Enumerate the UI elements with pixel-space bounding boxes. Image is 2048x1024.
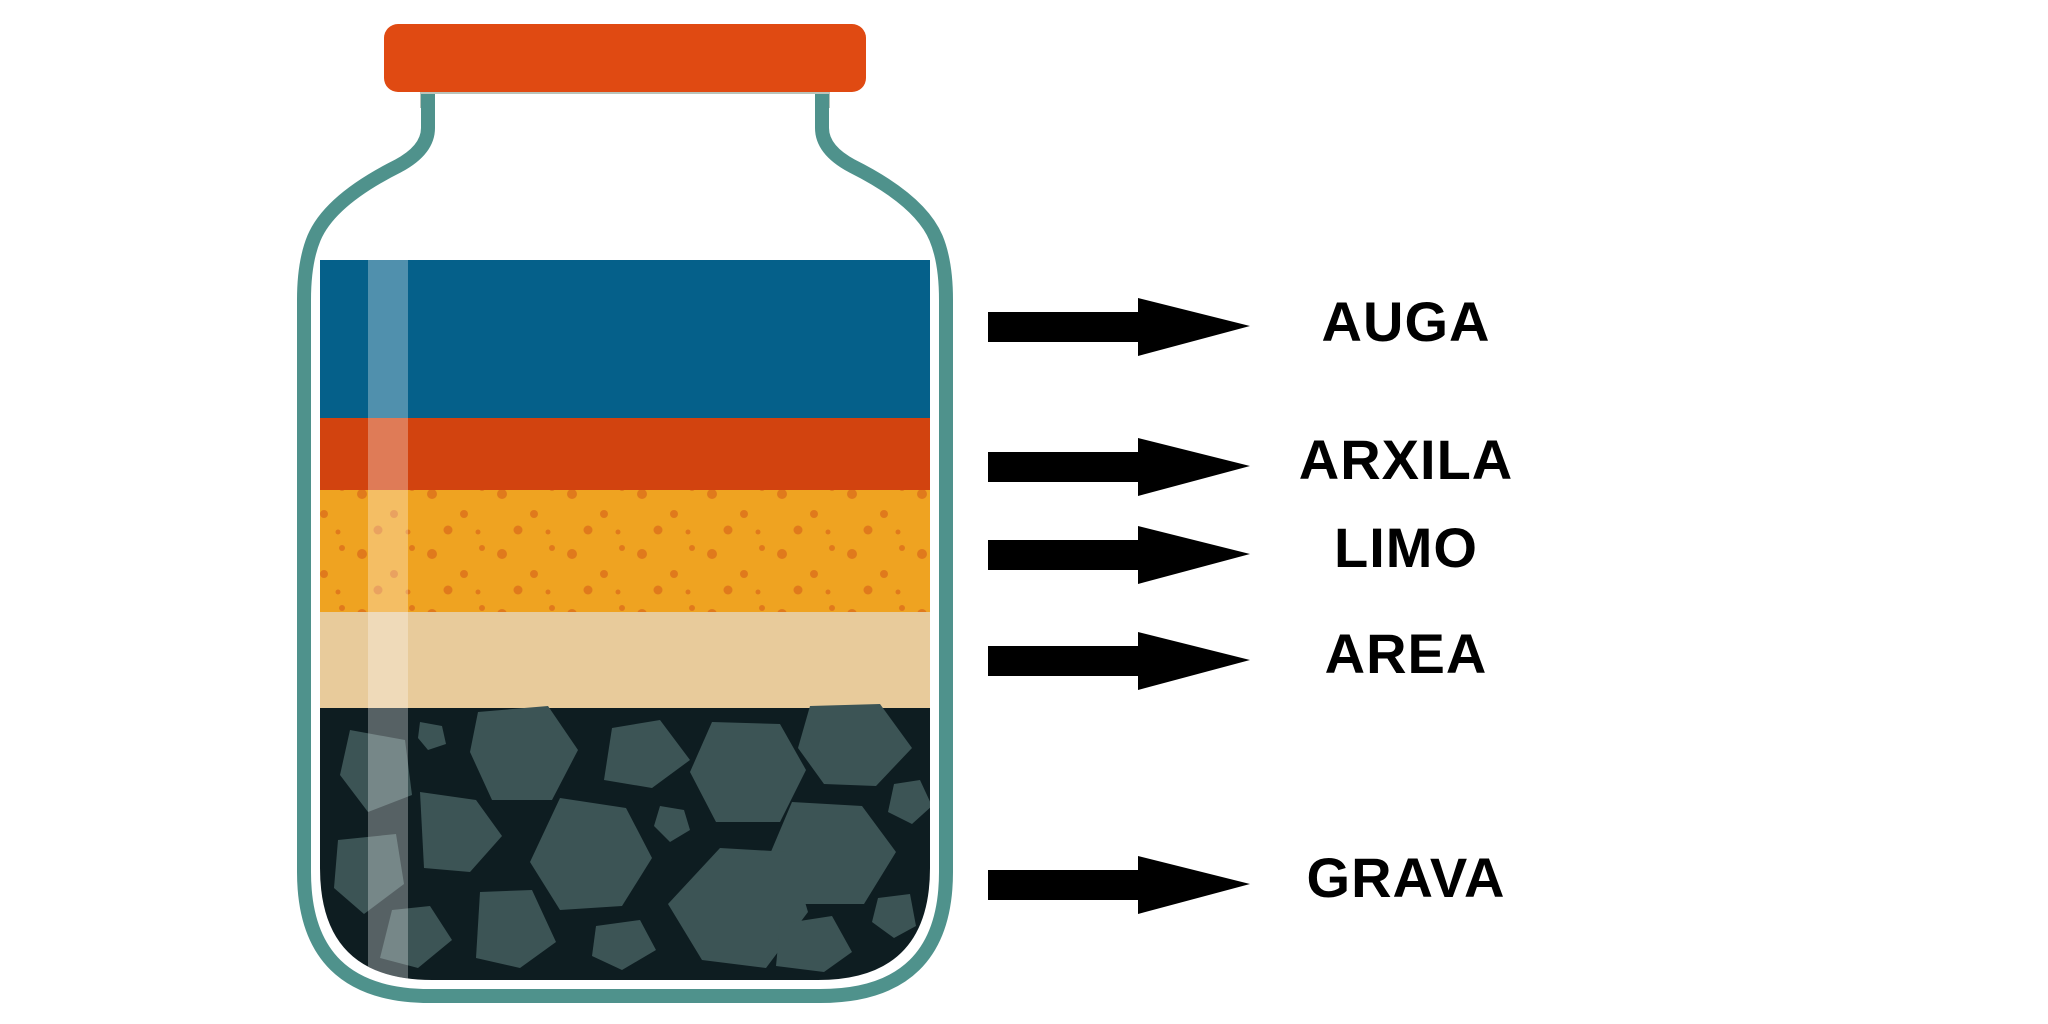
silt-texture (320, 490, 930, 612)
arrow-arxila (988, 438, 1250, 496)
label-limo: LIMO (1334, 516, 1478, 579)
clay-layer (320, 418, 930, 490)
label-area: AREA (1324, 622, 1488, 685)
gravel-stones (334, 704, 930, 972)
glass-highlight (368, 260, 408, 980)
label-grava: GRAVA (1306, 846, 1506, 909)
arrow-area (988, 632, 1250, 690)
arrow-auga (988, 298, 1250, 356)
label-arxila: ARXILA (1298, 428, 1514, 491)
arrow-grava (988, 856, 1250, 914)
arrow-limo (988, 526, 1250, 584)
arrows (988, 298, 1250, 914)
jar-lid (384, 24, 866, 92)
sand-layer (320, 612, 930, 708)
label-auga: AUGA (1321, 290, 1491, 353)
water-layer (320, 260, 930, 418)
